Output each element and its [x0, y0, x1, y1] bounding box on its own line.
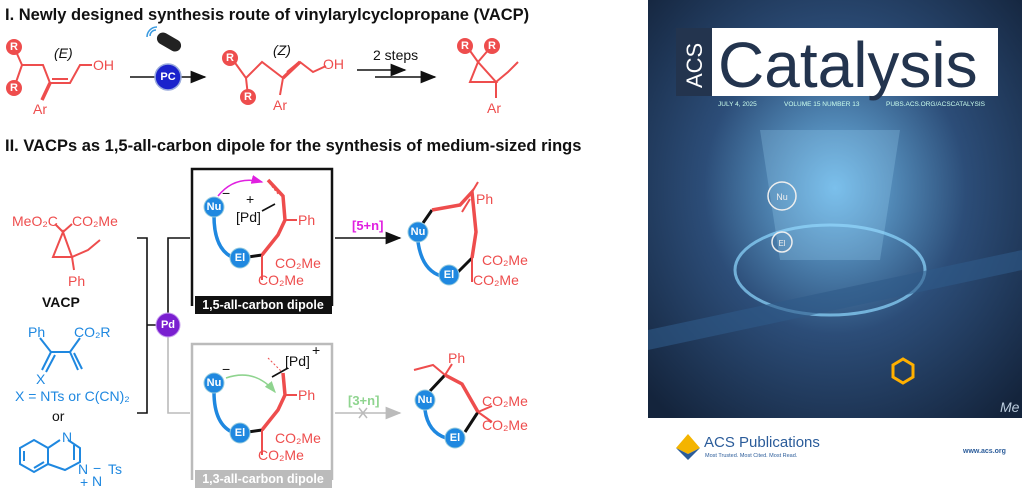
section-2-title: II. VACPs as 1,5-all-carbon dipole for t… — [5, 137, 581, 155]
co2me: CO₂Me — [482, 252, 528, 268]
flashlight-icon — [146, 26, 182, 52]
plus: + — [312, 342, 320, 358]
journal: Catalysis — [718, 29, 978, 101]
x-def: X = NTs or C(CN)₂ — [15, 388, 130, 404]
publisher: ACS Publications — [704, 434, 820, 451]
r-label: R — [226, 52, 234, 64]
e-label: (E) — [54, 45, 73, 61]
path-5n: [5+n] — [352, 218, 383, 233]
r-group-icon — [6, 39, 22, 55]
pd: Pd — [161, 319, 175, 331]
minus: − — [93, 460, 101, 476]
ar: Ar — [273, 97, 287, 113]
co2me: CO₂Me — [275, 430, 321, 446]
oh: OH — [93, 57, 114, 73]
el: El — [235, 252, 245, 264]
nu: Nu — [418, 394, 433, 406]
ester-left: MeO₂C — [12, 213, 58, 229]
nu: Nu — [776, 192, 788, 202]
el: El — [444, 269, 454, 281]
r-label: R — [488, 40, 496, 52]
ester: CO₂R — [74, 324, 111, 340]
el: El — [235, 427, 245, 439]
n-minus: N — [92, 473, 102, 489]
ring-product-3n: Nu El Ph CO₂Me CO₂Me — [413, 350, 528, 449]
minus: − — [222, 361, 230, 377]
vacp-reagent: MeO₂C CO₂Me Ph VACP — [12, 213, 118, 310]
co2me: CO₂Me — [473, 272, 519, 288]
plus: + — [246, 191, 254, 207]
path-5n: [5+n] — [335, 218, 402, 245]
x: X — [36, 371, 46, 387]
path-3n: [3+n] — [335, 393, 402, 420]
ph: Ph — [28, 324, 45, 340]
journal-cover: Nu El ACS Catalysis JULY 4, 2025 VOLUME … — [648, 0, 1022, 462]
r-label: R — [461, 40, 469, 52]
dipole-15-label: 1,5-all-carbon dipole — [202, 298, 324, 312]
acs-logo-icon — [676, 434, 700, 454]
dipole-15-box: 1,5-all-carbon dipole Nu − El + [Pd] Ph … — [190, 167, 334, 314]
ts: Ts — [108, 461, 122, 477]
steps: 2 steps — [373, 47, 418, 63]
ph: Ph — [448, 350, 465, 366]
ph: Ph — [298, 212, 315, 228]
ph: Ph — [476, 191, 493, 207]
journal-prefix: ACS — [682, 43, 707, 88]
ph: Ph — [298, 387, 315, 403]
ester-right: CO₂Me — [72, 213, 118, 229]
r-label: R — [10, 41, 18, 53]
tagline: Most Trusted. Most Cited. Most Read. — [705, 453, 798, 459]
section-1-title: I. Newly designed synthesis route of vin… — [5, 6, 529, 24]
co2me: CO₂Me — [258, 272, 304, 288]
pd-catalyst-icon — [155, 312, 181, 338]
site: www.acs.org — [962, 448, 1006, 455]
n: N — [62, 429, 72, 445]
el: El — [778, 239, 785, 248]
ph: Ph — [68, 273, 85, 289]
co2me: CO₂Me — [482, 393, 528, 409]
r-label: R — [10, 82, 18, 94]
oh: OH — [323, 56, 344, 72]
cover-title-box — [676, 28, 998, 96]
ar: Ar — [487, 100, 501, 116]
dipolarophile-reagents: Ph CO₂R X X = NTs or C(CN)₂ or N N + N −… — [15, 324, 130, 490]
nu: Nu — [207, 377, 222, 389]
label: VACP — [42, 294, 80, 310]
two-step-arrow: 2 steps — [357, 47, 437, 84]
photocatalysis-arrow: PC — [130, 26, 207, 91]
nu: Nu — [411, 226, 426, 238]
z-allylic-alcohol: R R (Z) OH Ar — [222, 42, 344, 113]
n-plus: N — [78, 461, 88, 477]
minus: − — [222, 185, 230, 201]
path-3n: [3+n] — [348, 393, 379, 408]
date: JULY 4, 2025 — [718, 101, 757, 108]
vacp-product: R R Ar — [457, 38, 519, 116]
blocked-x-icon — [358, 407, 368, 419]
z-label: (Z) — [273, 42, 291, 58]
or: or — [52, 408, 65, 424]
corner-text: Me — [1000, 399, 1020, 415]
co2me: CO₂Me — [482, 417, 528, 433]
volume: VOLUME 15 NUMBER 13 — [784, 101, 860, 108]
co2me: CO₂Me — [258, 447, 304, 463]
ar: Ar — [33, 101, 47, 117]
url: PUBS.ACS.ORG/ACSCATALYSIS — [886, 101, 986, 108]
pd-complex: [Pd] — [236, 209, 261, 225]
pc: PC — [160, 71, 175, 83]
e-allylic-alcohol: R R (E) OH Ar — [6, 39, 114, 117]
pd-complex: [Pd] — [285, 353, 310, 369]
medium-ring-product-5n: Nu El Ph CO₂Me CO₂Me — [407, 181, 528, 288]
reagent-bracket — [137, 237, 157, 414]
r-label: R — [244, 91, 252, 103]
el: El — [450, 432, 460, 444]
photocatalyst-icon — [154, 63, 182, 91]
dipole-13-box: 1,3-all-carbon dipole Nu − El [Pd] + Ph … — [190, 342, 334, 488]
nu: Nu — [207, 201, 222, 213]
dipole-13-label: 1,3-all-carbon dipole — [202, 472, 324, 486]
plus: + — [80, 474, 88, 490]
r-group-icon — [6, 80, 22, 96]
co2me: CO₂Me — [275, 255, 321, 271]
